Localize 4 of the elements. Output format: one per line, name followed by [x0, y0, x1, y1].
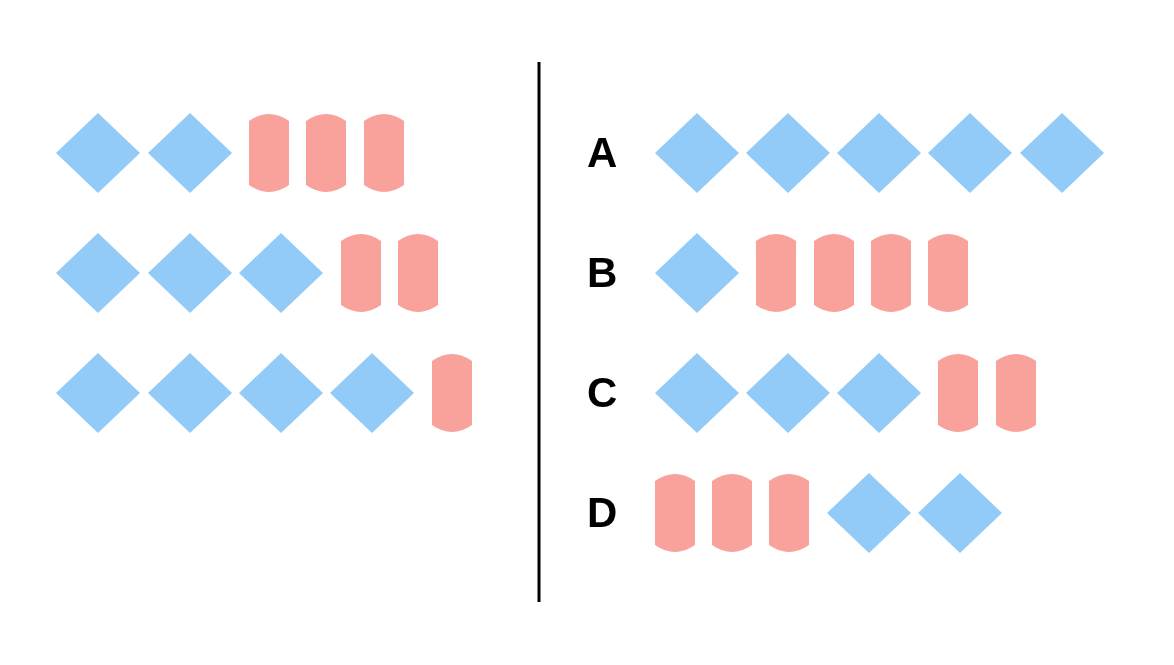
- option-letter: A: [587, 132, 618, 174]
- option-letter: B: [587, 252, 618, 294]
- option-letter: C: [587, 372, 618, 414]
- option-letter: D: [587, 492, 618, 534]
